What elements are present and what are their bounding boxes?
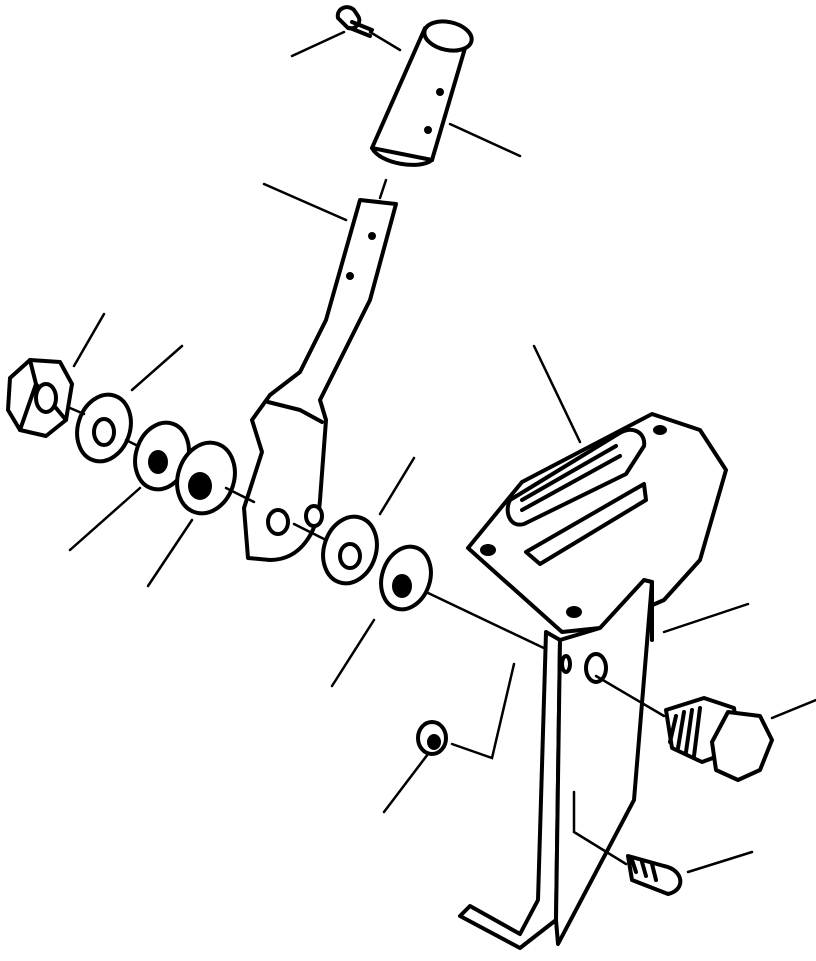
small-nut-icon bbox=[416, 720, 448, 756]
leader-lines bbox=[68, 30, 816, 874]
washer-3-icon bbox=[175, 440, 237, 516]
pedal-pad-icon bbox=[505, 427, 648, 566]
nut-icon bbox=[6, 358, 74, 438]
washer-1-icon bbox=[75, 392, 133, 464]
cap-screw-bottom-icon bbox=[626, 854, 683, 896]
washer-4-icon bbox=[321, 514, 379, 586]
grip-icon bbox=[370, 19, 474, 167]
assembly-axis-line bbox=[68, 406, 550, 652]
bracket-icon bbox=[458, 412, 728, 950]
washer-5-icon bbox=[379, 544, 433, 612]
washer-2-icon bbox=[133, 420, 191, 492]
cap-screw-top-icon bbox=[335, 5, 402, 52]
bolt-icon bbox=[664, 696, 774, 782]
lever-icon bbox=[242, 198, 398, 562]
